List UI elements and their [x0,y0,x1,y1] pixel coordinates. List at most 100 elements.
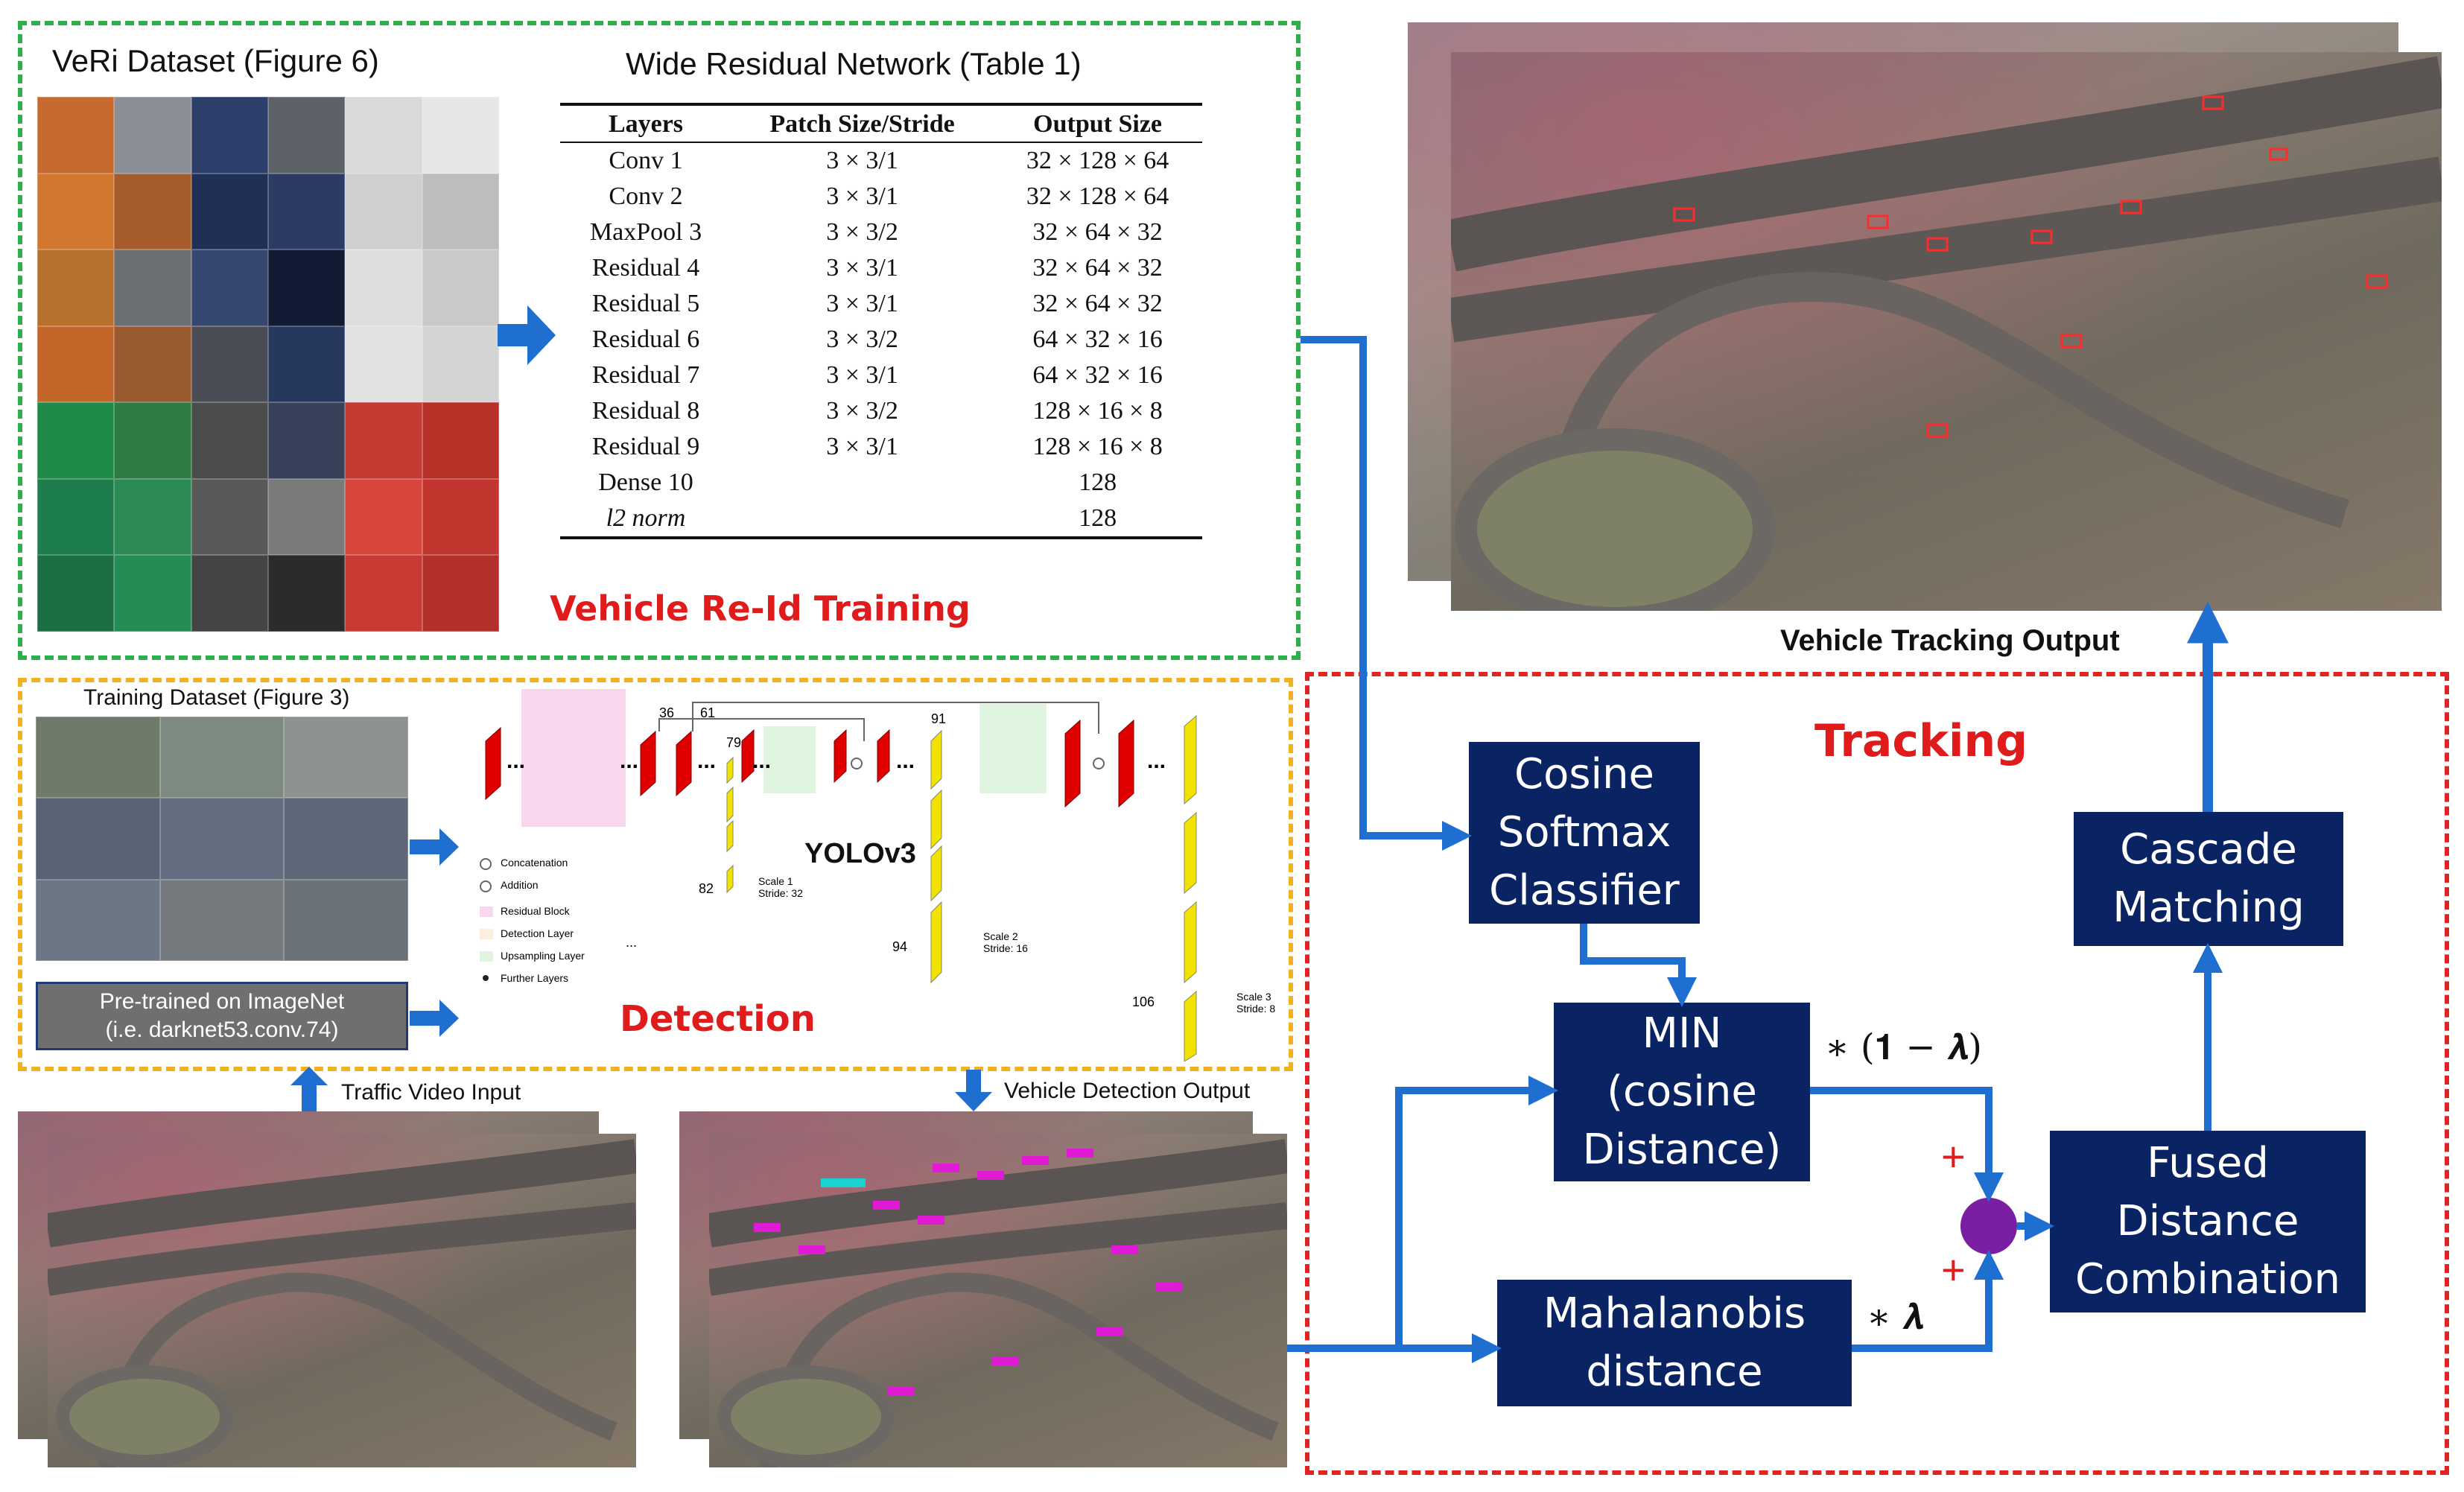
weight-lambda: ∗ 𝝀 [1867,1296,1924,1338]
scale-3-label: Scale 3 Stride: 8 [1236,991,1276,1015]
traffic-input-image [48,1134,636,1467]
veri-to-table-arrow [498,305,556,365]
table-cell: 128 × 16 × 8 [1032,397,1163,425]
fused-distance-combination-box: Fused Distance Combination [2050,1131,2366,1312]
wrn-table-container: Layers Patch Size/Stride Output Size Con… [560,103,1202,539]
layer-number-79: 79 [726,735,742,750]
training-to-yolo-arrow [410,828,459,866]
mahalanobis-distance-box: Mahalanobis distance [1497,1280,1852,1406]
traffic-input-roads [48,1139,636,1467]
ellipsis-2: ... [620,749,639,773]
ellipsis-6: ... [1147,749,1166,773]
table-row: Conv 2 3 × 3/1 32 × 128 × 64 [560,179,1202,215]
ellipsis-3: ... [697,749,717,773]
table-cell: 3 × 3/1 [826,147,898,174]
table-row: Dense 10 128 [560,465,1202,501]
scale-2-label: Scale 2 Stride: 16 [983,930,1028,954]
legend-addition: Addition [501,879,539,891]
tracking-label: Tracking [1814,715,2028,767]
table-cell: Dense 10 [598,469,693,496]
veri-dataset-title: VeRi Dataset (Figure 6) [52,43,379,78]
layer-number-36: 36 [659,705,675,720]
upsample-highlight-2 [979,704,1047,793]
table-cell: 128 [993,501,1202,539]
upsample-highlight-1 [763,726,816,793]
table-cell: 3 × 3/1 [826,182,898,210]
wrn-title: Wide Residual Network (Table 1) [626,46,1082,81]
table-row: Residual 9 3 × 3/1 128 × 16 × 8 [560,429,1202,465]
pretrained-to-yolo-arrow [410,1000,459,1037]
table-row: Residual 8 3 × 3/2 128 × 16 × 8 [560,393,1202,429]
plus-sign-bottom: + [1941,1246,1966,1293]
layer-number-94: 94 [892,939,908,954]
table-cell: 3 × 3/1 [826,361,898,389]
table-cell: 32 × 128 × 64 [1026,182,1169,210]
traffic-input-up-arrow [290,1067,328,1113]
table-cell: 32 × 64 × 32 [1032,218,1163,246]
table-header: Layers [560,103,731,143]
table-cell: 3 × 3/1 [826,433,898,460]
tracking-output-label: Vehicle Tracking Output [1780,624,2120,657]
table-cell: Residual 7 [591,361,700,389]
table-cell: Residual 5 [591,290,700,317]
table-row: Conv 1 3 × 3/1 32 × 128 × 64 [560,142,1202,179]
table-cell [731,501,994,539]
tracking-region [1305,672,2449,1475]
table-cell: 128 [1079,469,1117,496]
tracking-output-image [1451,52,2442,611]
layer-number-106: 106 [1132,994,1155,1009]
table-cell: 3 × 3/2 [826,326,898,353]
legend-further-layers: Further Layers [501,972,569,984]
traffic-input-label: Traffic Video Input [341,1080,521,1105]
ellipsis-1: ... [507,749,526,773]
cosine-softmax-classifier-box: Cosine Softmax Classifier [1469,742,1700,924]
table-cell: l2 norm [560,501,731,539]
detection-output-down-arrow [955,1070,992,1111]
ellipsis-5: ... [896,749,915,773]
table-cell: Residual 6 [591,326,700,353]
min-cosine-distance-box: MIN (cosine Distance) [1554,1003,1810,1181]
table-cell: Residual 9 [591,433,700,460]
ellipsis-7: ... [626,935,638,950]
table-header: Patch Size/Stride [731,103,994,143]
table-header: Output Size [993,103,1202,143]
table-cell: 3 × 3/2 [826,218,898,246]
plus-sign-top: + [1941,1133,1966,1180]
table-cell: Residual 4 [591,254,700,282]
layer-number-91: 91 [931,711,947,726]
table-cell: 128 × 16 × 8 [1032,433,1163,460]
layer-number-61: 61 [700,705,716,720]
table-row: l2 norm 128 [560,501,1202,539]
veri-dataset-image [37,97,499,632]
table-cell: 32 × 128 × 64 [1026,147,1169,174]
reid-training-label: Vehicle Re-Id Training [550,588,971,629]
legend-detection-layer: Detection Layer [501,927,574,939]
table-cell: Conv 1 [609,147,683,174]
pretrained-label: Pre-trained on ImageNet (i.e. darknet53.… [99,989,345,1042]
table-row: Residual 5 3 × 3/1 32 × 64 × 32 [560,286,1202,322]
detection-output-roads [709,1139,1287,1467]
pretrained-box: Pre-trained on ImageNet (i.e. darknet53.… [36,982,408,1050]
table-cell: 3 × 3/1 [826,254,898,282]
table-cell: 3 × 3/2 [826,397,898,425]
table-cell: Conv 2 [609,182,683,210]
detection-label: Detection [620,998,816,1040]
table-row: Residual 6 3 × 3/2 64 × 32 × 16 [560,322,1202,358]
weight-one-minus-lambda: ∗ (𝟏 − 𝝀) [1825,1026,1983,1068]
table-cell: 3 × 3/1 [826,290,898,317]
table-cell: 64 × 32 × 16 [1032,326,1163,353]
layer-number-82: 82 [699,881,714,896]
cascade-matching-box: Cascade Matching [2074,812,2343,946]
wrn-table: Layers Patch Size/Stride Output Size Con… [560,103,1202,539]
table-cell: Residual 8 [591,397,700,425]
reid-training-region [18,21,1301,660]
training-dataset-image [36,717,408,961]
yolov3-diagram: 36 61 79 91 82 94 106 Scale 1 Stride: 32… [477,689,1281,1062]
training-dataset-title: Training Dataset (Figure 3) [83,685,350,710]
legend-upsampling-layer: Upsampling Layer [501,950,585,962]
ellipsis-4: ... [752,749,772,773]
table-cell: 32 × 64 × 32 [1032,290,1163,317]
